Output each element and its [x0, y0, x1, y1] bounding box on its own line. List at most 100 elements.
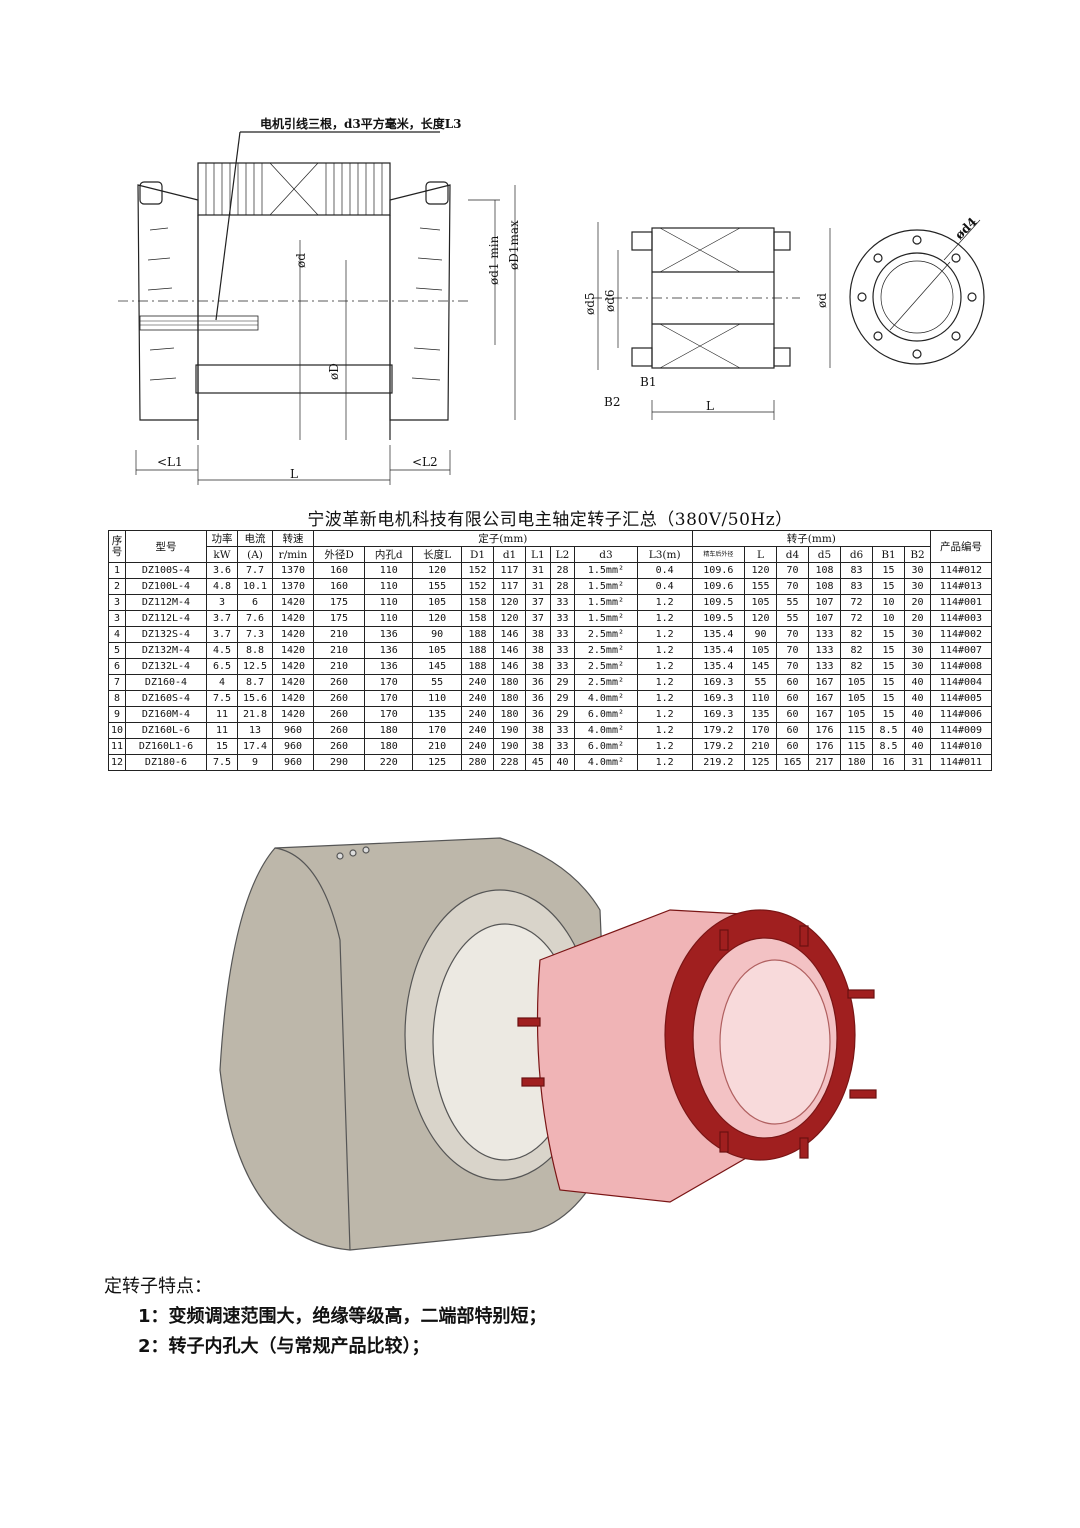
table-cell: 15 — [206, 738, 238, 755]
table-cell: 155 — [743, 578, 777, 595]
table-cell: 176 — [807, 738, 842, 755]
table-cell: 11 — [206, 706, 238, 723]
table-cell: 72 — [840, 610, 874, 627]
table-cell: 29 — [549, 674, 576, 691]
table-cell: 70 — [775, 626, 810, 643]
table-cell: 70 — [775, 562, 810, 579]
table-cell: 17.4 — [237, 738, 273, 755]
table-cell: 55 — [775, 610, 810, 627]
table-cell: 10 — [108, 722, 126, 739]
table-cell: 105 — [412, 594, 463, 611]
stator-col-1: 内孔d — [364, 546, 414, 563]
table-cell: DZ160M-4 — [125, 706, 207, 723]
table-cell: 0.4 — [636, 562, 693, 579]
table-cell: 45 — [525, 754, 551, 771]
stator-col-0: 外径D — [312, 546, 366, 563]
table-cell: 3.6 — [206, 562, 238, 579]
table-cell: 31 — [525, 578, 551, 595]
table-cell: 167 — [807, 674, 842, 691]
rotor-col-4: d6 — [840, 546, 874, 563]
table-cell: 4.8 — [206, 578, 238, 595]
table-cell: 240 — [461, 690, 495, 707]
table-cell: 3 — [108, 594, 126, 611]
col-seq: 序号 — [108, 530, 126, 563]
table-cell: 15.6 — [237, 690, 273, 707]
dim-L2: <L2 — [412, 455, 438, 469]
rotor-col-5: B1 — [872, 546, 906, 563]
stator-front-view — [118, 162, 516, 485]
table-cell: 7.3 — [237, 626, 273, 643]
table-cell: 120 — [743, 610, 777, 627]
table-cell: 188 — [461, 658, 495, 675]
table-cell: 33 — [549, 658, 576, 675]
table-cell: 1420 — [272, 690, 314, 707]
table-cell: 160 — [312, 562, 366, 579]
table-cell: 1.2 — [636, 690, 693, 707]
table-cell: 3.7 — [206, 626, 238, 643]
table-cell: DZ160-4 — [125, 674, 207, 691]
stator-col-2: 长度L — [412, 546, 463, 563]
table-cell: 30 — [904, 562, 931, 579]
table-cell: 15 — [872, 658, 906, 675]
table-cell: 15 — [872, 674, 906, 691]
table-cell: 70 — [775, 642, 810, 659]
table-cell: 114#002 — [930, 626, 992, 643]
table-cell: DZ160L1-6 — [125, 738, 207, 755]
table-cell: 40 — [904, 674, 931, 691]
table-cell: 28 — [549, 562, 576, 579]
table-cell: 6.5 — [206, 658, 238, 675]
table-cell: 160 — [312, 578, 366, 595]
table-cell: 120 — [412, 610, 463, 627]
table-cell: DZ180-6 — [125, 754, 207, 771]
table-cell: 180 — [493, 690, 527, 707]
table-cell: 3 — [206, 594, 238, 611]
table-cell: 114#001 — [930, 594, 992, 611]
table-cell: 1.2 — [636, 594, 693, 611]
table-cell: 38 — [525, 642, 551, 659]
table-cell: 170 — [412, 722, 463, 739]
table-cell: 10.1 — [237, 578, 273, 595]
table-cell: 114#011 — [930, 754, 992, 771]
table-cell: 117 — [493, 578, 527, 595]
table-cell: 1.5mm² — [574, 562, 638, 579]
table-cell: 135.4 — [691, 626, 745, 643]
table-cell: 1.2 — [636, 658, 693, 675]
table-cell: 90 — [743, 626, 777, 643]
table-cell: 260 — [312, 690, 366, 707]
table-cell: 15 — [872, 578, 906, 595]
table-cell: 12.5 — [237, 658, 273, 675]
table-cell: 38 — [525, 626, 551, 643]
table-cell: 107 — [807, 594, 842, 611]
table-cell: 21.8 — [237, 706, 273, 723]
table-cell: 40 — [904, 738, 931, 755]
table-cell: 105 — [743, 642, 777, 659]
table-cell: 7.6 — [237, 610, 273, 627]
table-cell: 110 — [364, 578, 414, 595]
table-cell: 180 — [364, 738, 414, 755]
table-cell: 210 — [312, 642, 366, 659]
table-cell: 210 — [312, 626, 366, 643]
rotor-col-3: d5 — [807, 546, 842, 563]
rotor-side-view — [592, 222, 831, 420]
table-cell: DZ100L-4 — [125, 578, 207, 595]
table-cell: 260 — [312, 722, 366, 739]
stator-col-8: L3(m) — [636, 546, 693, 563]
table-cell: 3.7 — [206, 610, 238, 627]
table-cell: 1.2 — [636, 722, 693, 739]
table-cell: 217 — [807, 754, 842, 771]
table-cell: 1420 — [272, 674, 314, 691]
table-cell: 105 — [840, 674, 874, 691]
table-cell: 60 — [775, 706, 810, 723]
rotor-col-2: d4 — [775, 546, 810, 563]
stator-col-5: L1 — [525, 546, 551, 563]
table-cell: 179.2 — [691, 738, 745, 755]
table-cell: 179.2 — [691, 722, 745, 739]
lead-note: 电机引线三根，d3平方毫米，长度L3 — [260, 116, 462, 131]
table-cell: 15 — [872, 642, 906, 659]
table-cell: 38 — [525, 658, 551, 675]
